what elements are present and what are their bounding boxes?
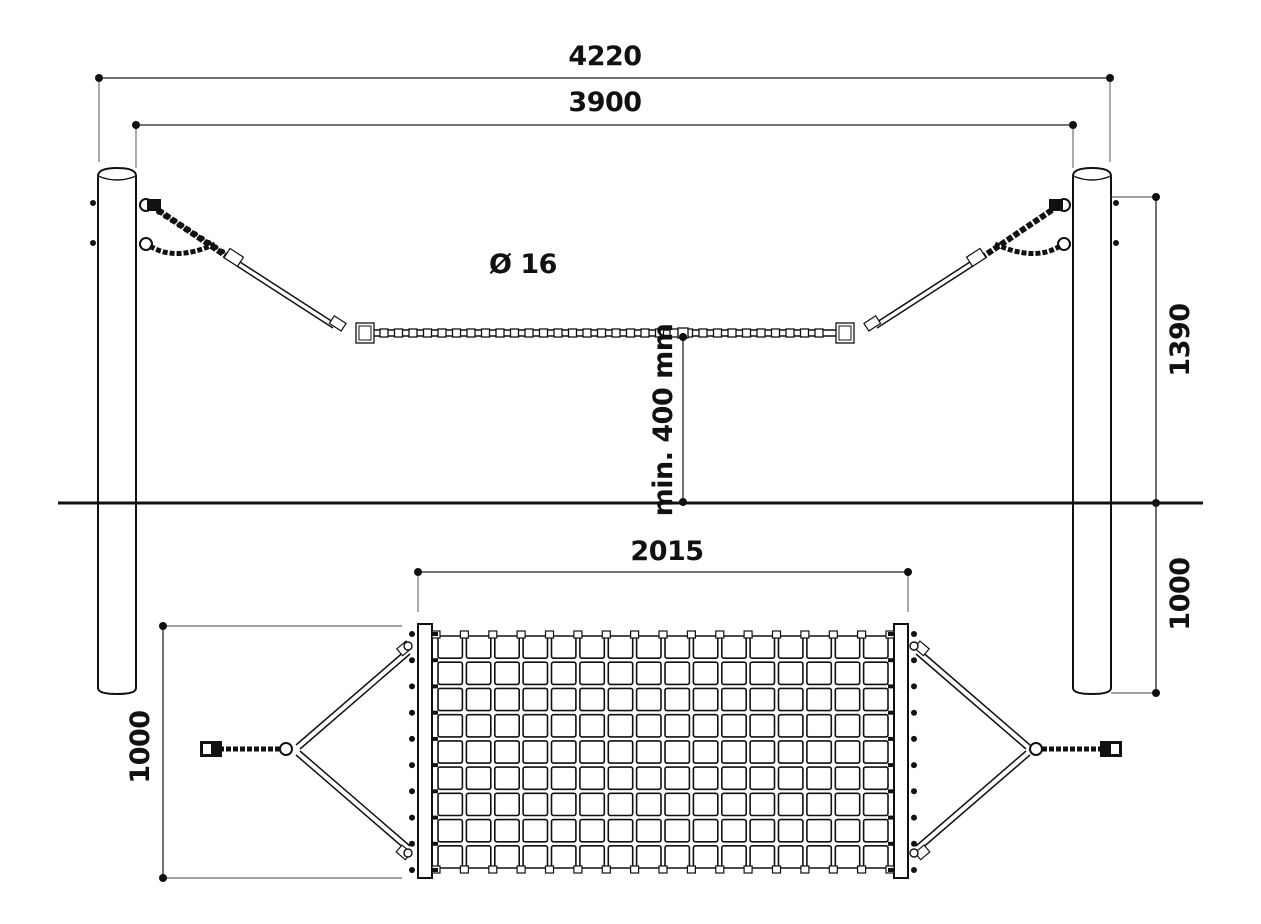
ground-clearance-label: min. 400 mm <box>648 324 679 517</box>
post-height-label: 1390 <box>1165 303 1196 376</box>
net-left-bar <box>417 623 433 879</box>
right-post <box>1072 166 1119 696</box>
net-side-view <box>374 327 836 339</box>
post-spacing-label: 3900 <box>568 87 641 118</box>
dimension-ground-clearance: min. 400 mm <box>648 324 687 517</box>
net-length-label: 2015 <box>630 536 703 567</box>
net-right-bridle <box>909 640 1122 861</box>
net-right-bar <box>893 623 909 879</box>
dimension-post-spacing: 3900 <box>132 87 1077 168</box>
dimension-post-depth: 1000 <box>1111 503 1196 697</box>
rope-diameter-label: Ø 16 <box>489 249 557 280</box>
net-width-label: 1000 <box>125 710 156 783</box>
dimension-post-height: 1390 <box>1111 193 1196 507</box>
post-depth-label: 1000 <box>1165 557 1196 630</box>
left-post <box>90 166 137 696</box>
net-mesh <box>431 630 895 874</box>
total-width-label: 4220 <box>568 41 641 72</box>
dimension-total-width: 4220 <box>95 41 1114 162</box>
net-top-view: 2015 1000 <box>125 536 1122 882</box>
dimension-net-width: 1000 <box>125 622 402 882</box>
dimension-net-length: 2015 <box>414 536 912 612</box>
net-left-bridle <box>200 640 413 861</box>
right-suspension <box>835 198 1071 344</box>
left-suspension <box>139 198 375 344</box>
